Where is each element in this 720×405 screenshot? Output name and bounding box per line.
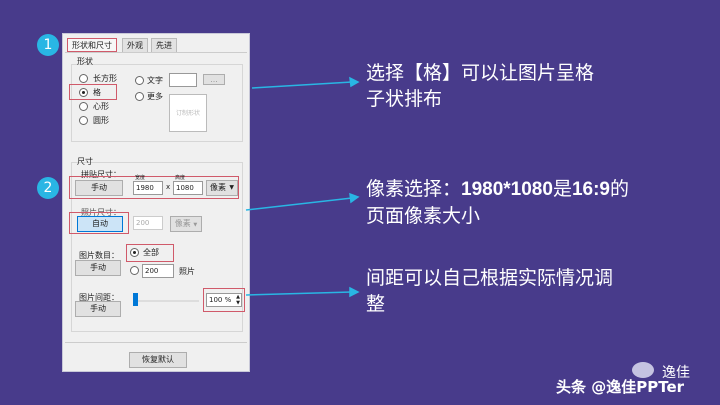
times-label: x xyxy=(166,183,171,191)
footer-divider xyxy=(65,342,247,343)
count-input[interactable]: 200 xyxy=(142,264,174,278)
radio-more[interactable] xyxy=(135,92,144,101)
more-label: 更多 xyxy=(147,92,163,101)
spacing-label: 图片间距： xyxy=(79,293,119,302)
step-1-badge: 1 xyxy=(37,34,59,56)
radio-heart[interactable] xyxy=(79,102,88,111)
circle-label: 圆形 xyxy=(93,116,109,125)
count-label: 图片数目： xyxy=(79,251,119,260)
text-label: 文字 xyxy=(147,76,163,85)
tab-advanced[interactable]: 先进 xyxy=(151,38,177,52)
spacing-highlight xyxy=(203,288,245,312)
shape-group xyxy=(71,64,243,142)
tab-divider xyxy=(65,52,247,53)
size-group xyxy=(71,162,243,332)
count-manual-button[interactable]: 手动 xyxy=(75,260,121,276)
radio-rect[interactable] xyxy=(79,74,88,83)
unit-value: 像素 xyxy=(210,183,226,192)
photo-unit-select[interactable]: 像素 ▼ xyxy=(170,216,202,232)
arrow-3-head xyxy=(349,286,360,298)
chevron-down-icon: ▼ xyxy=(229,184,234,191)
callout-1-line1: 选择【格】可以让图片呈格 xyxy=(366,62,595,84)
arrow-1-head xyxy=(349,76,360,88)
spacing-slider-track[interactable] xyxy=(137,300,199,302)
count-unit-label: 照片 xyxy=(179,267,195,276)
height-input[interactable]: 1080 xyxy=(173,181,203,195)
spacing-unit: % xyxy=(224,296,232,304)
spacing-input[interactable]: 100 % ▲▼ xyxy=(206,293,242,307)
callout-2-resolution: 1980*1080 xyxy=(461,179,553,200)
canvas-size-highlight xyxy=(69,176,239,199)
callout-2-ratio: 16:9 xyxy=(571,179,610,200)
callout-2-de: 的 xyxy=(610,178,630,200)
wechat-logo-icon xyxy=(632,362,654,378)
heart-label: 心形 xyxy=(93,102,109,111)
width-input[interactable]: 1980 xyxy=(133,181,163,195)
spacing-manual-button[interactable]: 手动 xyxy=(75,301,121,317)
all-label: 全部 xyxy=(143,248,159,257)
size-group-label: 尺寸 xyxy=(77,157,93,166)
watermark-text: 头条 @逸佳PPTer xyxy=(556,378,685,396)
text-input[interactable] xyxy=(169,73,197,87)
callout-2-is: 是 xyxy=(552,178,572,200)
tab-shape-size[interactable]: 形状和尺寸 xyxy=(67,38,117,52)
shape-group-label: 形状 xyxy=(77,57,93,66)
arrow-1 xyxy=(251,81,353,89)
radio-count[interactable] xyxy=(130,266,139,275)
step-2-badge: 2 xyxy=(37,177,59,199)
unit-select[interactable]: 像素▼ xyxy=(206,180,238,196)
count-all-highlight xyxy=(126,244,174,262)
rect-label: 长方形 xyxy=(93,74,117,83)
spacing-slider-thumb[interactable] xyxy=(133,293,138,306)
callout-3-text: 间距可以自己根据实际情况调 整 xyxy=(366,265,613,317)
callout-2-line2: 页面像素大小 xyxy=(366,205,481,227)
tab-appearance[interactable]: 外观 xyxy=(122,38,148,52)
photo-size-input[interactable]: 200 xyxy=(133,216,163,230)
photo-auto-button[interactable]: 自动 xyxy=(77,216,123,232)
canvas-manual-button[interactable]: 手动 xyxy=(75,180,123,196)
photo-unit-value: 像素 xyxy=(174,219,191,228)
radio-all[interactable] xyxy=(130,248,139,257)
callout-2-prefix: 像素选择： xyxy=(366,178,462,200)
custom-shape-preview[interactable]: 订制形状 xyxy=(169,94,207,132)
grid-label: 格 xyxy=(93,88,101,97)
grid-highlight xyxy=(69,84,117,100)
callout-2-text: 像素选择：1980*1080是16:9的 页面像素大小 xyxy=(366,176,629,229)
photo-size-highlight xyxy=(69,212,129,234)
radio-grid[interactable] xyxy=(79,88,88,97)
callout-3-line1: 间距可以自己根据实际情况调 xyxy=(366,267,614,289)
spinner-icon[interactable]: ▲▼ xyxy=(236,294,240,306)
radio-circle[interactable] xyxy=(79,116,88,125)
canvas-size-label: 拼贴尺寸： xyxy=(81,170,121,179)
callout-1-line2: 子状排布 xyxy=(366,88,443,110)
width-label: 宽度 xyxy=(135,175,146,181)
arrow-3 xyxy=(245,291,353,296)
spacing-value: 100 xyxy=(209,296,223,304)
radio-text[interactable] xyxy=(135,76,144,85)
callout-1-text: 选择【格】可以让图片呈格 子状排布 xyxy=(366,60,594,112)
chevron-down-icon: ▼ xyxy=(193,222,198,228)
browse-button[interactable]: ... xyxy=(203,74,225,85)
callout-3-line2: 整 xyxy=(366,293,386,315)
collage-settings-dialog: 形状和尺寸 外观 先进 形状 长方形 格 心形 圆形 文字 ... 更多 订制形… xyxy=(62,33,250,372)
watermark-logo-text: 逸佳 xyxy=(662,365,690,381)
height-label: 高度 xyxy=(175,175,186,181)
restore-defaults-button[interactable]: 恢复默认 xyxy=(129,352,187,368)
arrow-2-head xyxy=(349,192,360,204)
arrow-2 xyxy=(245,197,353,211)
